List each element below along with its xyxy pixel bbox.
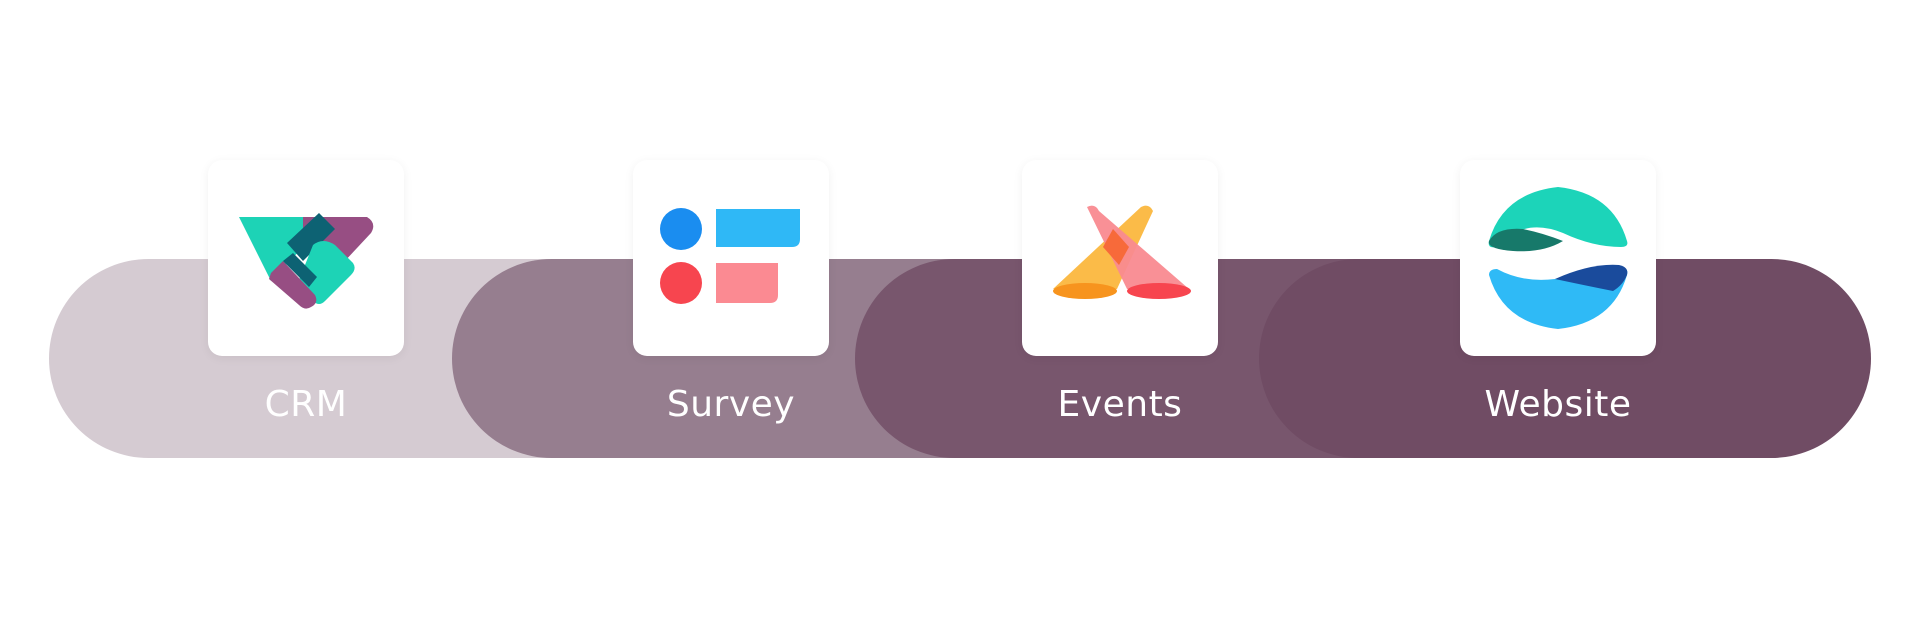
app-tile[interactable] — [1022, 160, 1218, 356]
app-label-survey: Survey — [666, 384, 796, 425]
survey-icon — [660, 208, 800, 304]
website-globe-icon — [1488, 187, 1628, 329]
crm-handshake-icon — [239, 213, 374, 309]
app-label-events: Events — [1057, 384, 1183, 425]
app-label-website: Website — [1484, 384, 1632, 425]
events-spotlight-icon — [1053, 205, 1191, 299]
app-tile[interactable] — [633, 160, 829, 356]
app-tile[interactable] — [208, 160, 404, 356]
app-website[interactable]: Website — [1460, 160, 1656, 426]
app-tile[interactable] — [1460, 160, 1656, 356]
app-crm[interactable]: CRM — [208, 160, 404, 426]
app-events[interactable]: Events — [1022, 160, 1218, 426]
app-survey[interactable]: Survey — [633, 160, 829, 426]
app-label-crm: CRM — [264, 384, 348, 425]
